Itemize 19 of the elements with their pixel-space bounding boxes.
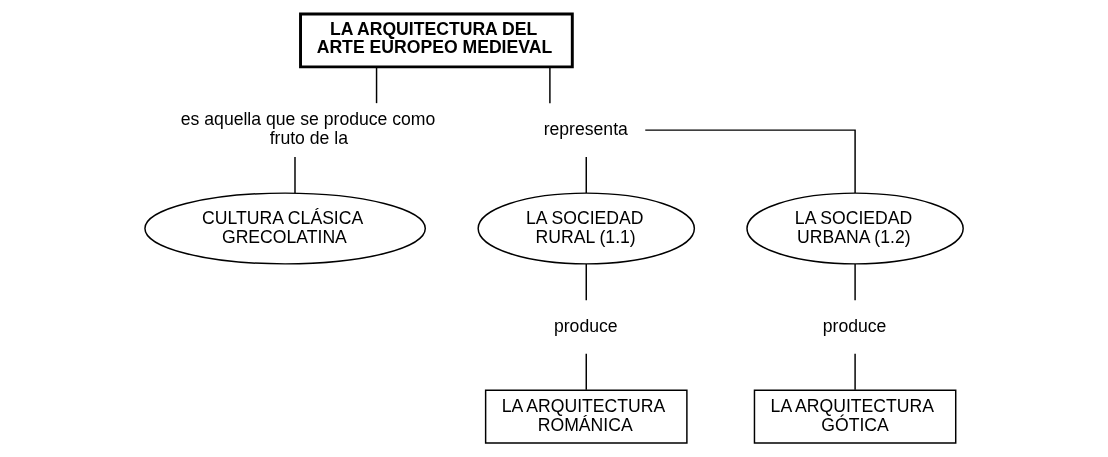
node-text: produce	[553, 315, 618, 336]
connector	[644, 129, 856, 194]
connector	[294, 156, 296, 194]
connector	[854, 353, 856, 391]
connector	[585, 353, 587, 391]
node-box: LA ARQUITECTURA GÓTICA	[753, 389, 957, 444]
node-text: es aquella que se produce como fruto de la	[180, 109, 436, 149]
node-text: representa	[543, 118, 628, 139]
connector	[375, 66, 378, 104]
node-ellipse: LA SOCIEDAD RURAL (1.1)	[477, 192, 696, 265]
node-box: LA ARQUITECTURA DEL ARTE EUROPEO MEDIEVAL	[299, 12, 574, 69]
connector	[854, 263, 856, 301]
node-ellipse: LA SOCIEDAD URBANA (1.2)	[746, 192, 964, 265]
connector	[585, 263, 587, 301]
connector	[585, 156, 587, 194]
node-ellipse: CULTURA CLÁSICA GRECOLATINA	[144, 192, 426, 265]
connector	[549, 66, 551, 104]
node-box: LA ARQUITECTURA ROMÁNICA	[484, 389, 688, 444]
node-text: produce	[822, 315, 887, 336]
